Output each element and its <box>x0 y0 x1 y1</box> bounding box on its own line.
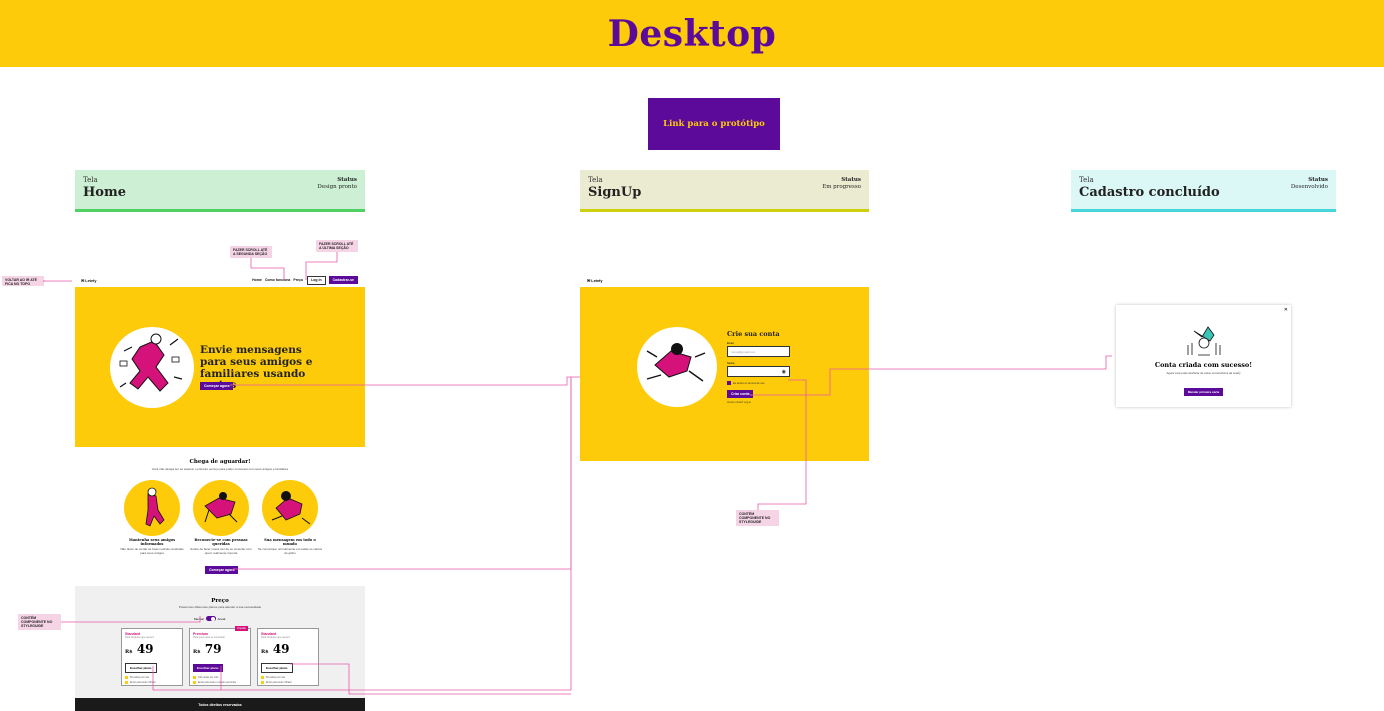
screen-name: Home <box>83 185 126 200</box>
feature-desc-2: Soube de fazer nossa vez de se conectar … <box>190 547 252 555</box>
toggle-annual-label: Anual <box>217 616 226 621</box>
status-bar <box>580 209 869 212</box>
feature-title-3: Sua mensagem em todo o mundo <box>264 538 316 547</box>
note-component-home: Contém componente no styleguide <box>18 614 61 630</box>
password-label: Senha <box>727 362 735 365</box>
success-title: Conta criada com sucesso! <box>1154 361 1253 369</box>
screen-name: Cadastro concluído <box>1079 185 1220 200</box>
login-hint[interactable]: Já tem conta? Log in <box>727 401 752 404</box>
toggle-switch[interactable] <box>205 616 216 621</box>
note-scroll-second: Fazer scroll até a segunda seção <box>230 246 272 258</box>
feature-illustration-3 <box>262 480 318 536</box>
success-subtitle: Agora você pode desfrutar de todos os be… <box>1166 371 1241 375</box>
email-field[interactable]: nome@gmail.com <box>727 346 790 357</box>
signup-illustration <box>637 327 717 407</box>
plan-card-1: Standard Para iniciantes que querem R$ 4… <box>121 628 183 686</box>
features-title: Chega de aguardar! <box>189 459 251 465</box>
close-icon[interactable]: ✕ <box>1283 307 1288 313</box>
plan-name: Standard <box>125 632 141 636</box>
features-subtitle: Você não deseja ser só esperar o primeir… <box>151 467 289 471</box>
create-account-button[interactable]: Criar conta <box>727 390 754 398</box>
page-banner: Desktop <box>0 0 1384 67</box>
signup-button[interactable]: Cadastrar-se <box>328 276 358 284</box>
status-bar <box>75 209 365 212</box>
password-field[interactable]: ◉ <box>727 366 790 377</box>
login-button[interactable]: Log in <box>307 275 326 285</box>
plan-feature: 100 cartas por mês <box>193 676 247 679</box>
email-label: Email <box>727 342 734 345</box>
choose-plan-button[interactable]: Escolher plano <box>125 663 157 673</box>
signup-hero: Crie sua conta Email nome@gmail.com Senh… <box>580 287 869 461</box>
popular-badge: Popular <box>235 626 248 631</box>
hero-cta-button[interactable]: Começar agora <box>200 382 234 390</box>
features-cta-button[interactable]: Começar agora <box>205 566 239 574</box>
screen-label: Tela <box>1079 176 1094 184</box>
checkbox-icon[interactable] <box>727 381 731 385</box>
feature-desc-3: Se comunique normalmente em todas os can… <box>257 547 323 555</box>
feature-illustration-2 <box>193 480 249 536</box>
signup-logo[interactable]: ✉ Letefy <box>587 279 603 283</box>
nav-how[interactable]: Como funciona <box>264 278 291 282</box>
signup-title: Crie sua conta <box>727 330 780 338</box>
plan-price: R$ 79 <box>193 642 222 656</box>
first-letter-button[interactable]: Mandar primeira carta <box>1183 388 1224 396</box>
plan-price: R$ 49 <box>261 642 290 656</box>
page-title: Desktop <box>607 12 777 55</box>
choose-plan-button[interactable]: Escolher plano <box>261 663 293 673</box>
billing-toggle[interactable]: Mensal Anual <box>194 616 225 621</box>
note-top-link: Voltar ao ir até fica no topo <box>2 276 44 286</box>
plan-desc: Para quem ama se comunicar <box>193 636 225 639</box>
success-cta-wrap: Mandar primeira carta <box>1116 380 1291 398</box>
hero-illustration <box>110 327 194 408</box>
screen-label: Tela <box>83 176 98 184</box>
status-bar <box>1071 209 1336 212</box>
home-navbar: ✉ Letefy Home Como funciona Preço Log in… <box>81 273 365 287</box>
feature-title-2: Reconecte-se com pessoas queridas <box>194 538 248 547</box>
plan-card-2: Popular Premium Para quem ama se comunic… <box>189 626 251 686</box>
pricing-title: Preço <box>211 598 229 604</box>
plan-desc: Para iniciantes que querem <box>261 636 291 639</box>
home-hero: Envie mensagens para seus amigos e famil… <box>75 287 365 447</box>
success-illustration <box>1184 321 1224 357</box>
screen-name: SignUp <box>588 185 642 200</box>
prototype-link-button[interactable]: Link para o protótipo <box>648 98 780 150</box>
feature-desc-1: Não deixe de contar as boas notícias rec… <box>120 547 184 555</box>
nav-home[interactable]: Home <box>252 278 262 282</box>
terms-checkbox[interactable]: Eu aceito os termos de uso <box>727 381 764 385</box>
home-footer: Todos direitos reservados <box>75 698 365 711</box>
plan-desc: Para iniciantes que querem <box>125 636 155 639</box>
feature-title-1: Mantenha seus amigos informados <box>128 538 176 547</box>
plan-feature: Envio para todo o mundo sem limite <box>193 681 247 684</box>
success-card: ✕ Conta criada com sucesso! Agora você p… <box>1116 305 1291 407</box>
plan-price: R$ 49 <box>125 642 154 656</box>
note-scroll-last: Fazer scroll até a última seção <box>316 240 358 252</box>
plan-feature: Envio para todo o Brasil <box>261 681 315 684</box>
plan-feature: 50 cartas por mês <box>261 676 315 679</box>
plan-feature: Envio para todo o Brasil <box>125 681 179 684</box>
screen-label: Tela <box>588 176 603 184</box>
nav-price[interactable]: Preço <box>293 278 304 282</box>
choose-plan-button[interactable]: Escolher plano <box>193 664 223 672</box>
plan-feature: 50 cartas por mês <box>125 676 179 679</box>
feature-illustration-1 <box>124 480 180 536</box>
pricing-section: Preço Possuímos diferentes planos para a… <box>75 586 365 698</box>
toggle-monthly-label: Mensal <box>194 616 204 621</box>
plan-card-3: Standard Para iniciantes que querem R$ 4… <box>257 628 319 686</box>
pricing-subtitle: Possuímos diferentes planos para atender… <box>178 605 262 609</box>
home-logo[interactable]: ✉ Letefy <box>81 278 97 283</box>
note-component-signup: Contém componente no styleguide <box>736 510 779 526</box>
eye-icon[interactable]: ◉ <box>781 369 786 375</box>
